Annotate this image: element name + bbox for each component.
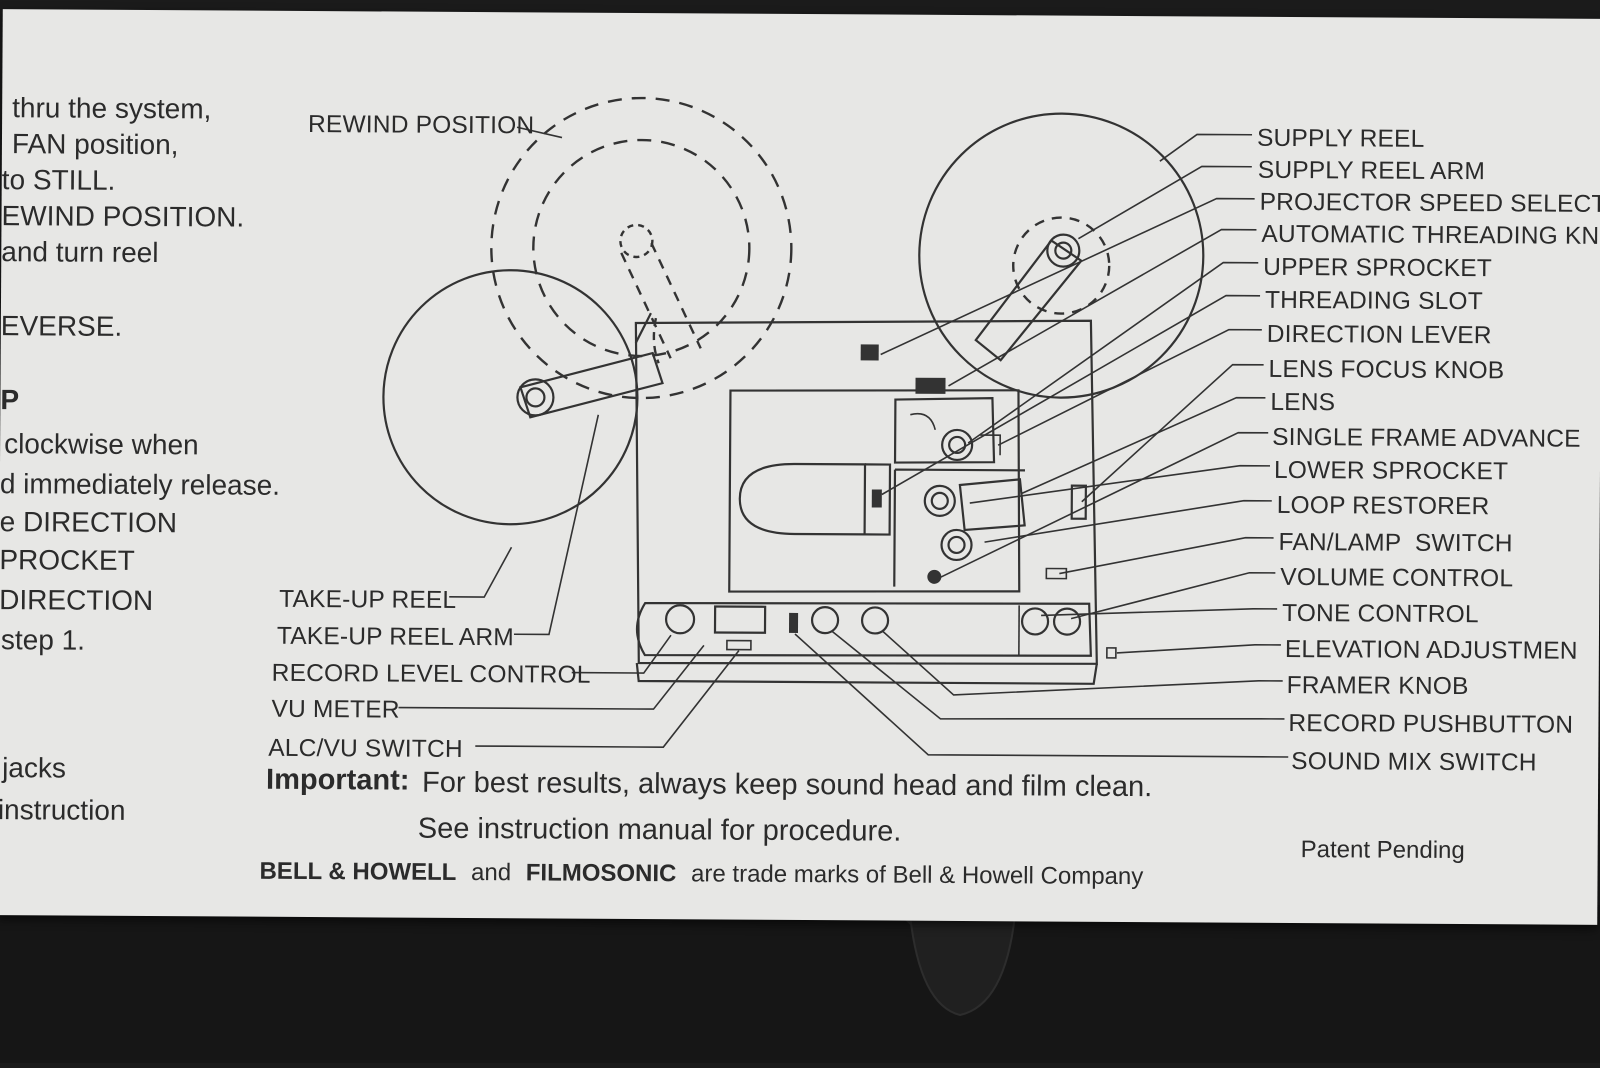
label-framer-knob: FRAMER KNOB bbox=[1287, 672, 1469, 700]
left-line-7: P bbox=[0, 384, 19, 415]
left-line-1: thru the system, bbox=[12, 92, 211, 124]
important-prefix: Important: bbox=[266, 764, 410, 797]
left-line-2: FAN position, bbox=[12, 128, 179, 160]
label-fan-lamp-switch: FAN/LAMP SWITCH bbox=[1278, 529, 1512, 557]
patent-pending: Patent Pending bbox=[1301, 836, 1465, 864]
trademark-rest: are trade marks of Bell & Howell Company bbox=[691, 860, 1143, 890]
label-sound-mix-switch: SOUND MIX SWITCH bbox=[1291, 748, 1537, 776]
label-lens-focus-knob: LENS FOCUS KNOB bbox=[1269, 356, 1505, 384]
brand-bell-howell: BELL & HOWELL bbox=[259, 858, 456, 886]
left-line-6: EVERSE. bbox=[1, 310, 123, 342]
take-up-reel-arm-shape bbox=[519, 351, 664, 419]
label-automatic-threading-knob: AUTOMATIC THREADING KN bbox=[1261, 221, 1599, 250]
left-line-15: instruction bbox=[0, 794, 126, 826]
left-line-14: jacks bbox=[1, 752, 66, 783]
label-projector-speed-selector: PROJECTOR SPEED SELECTO bbox=[1260, 189, 1600, 218]
label-alc-vu-switch: ALC/VU SWITCH bbox=[268, 735, 463, 763]
instruction-label-card: thru the system, FAN position, to STILL.… bbox=[0, 9, 1600, 925]
case-notch bbox=[898, 904, 1022, 1017]
projector-case-bottom bbox=[0, 904, 1600, 1063]
label-lens: LENS bbox=[1270, 389, 1335, 416]
left-line-9: d immediately release. bbox=[0, 468, 280, 501]
label-loop-restorer: LOOP RESTORER bbox=[1277, 492, 1490, 520]
brand-filmosonic: FILMOSONIC bbox=[526, 859, 677, 887]
left-line-12: DIRECTION bbox=[0, 584, 153, 616]
projector-body bbox=[634, 312, 1117, 685]
label-take-up-reel-arm: TAKE-UP REEL ARM bbox=[277, 623, 514, 651]
left-line-4: EWIND POSITION. bbox=[1, 200, 244, 232]
label-lower-sprocket: LOWER SPROCKET bbox=[1274, 457, 1508, 485]
left-leader-lines bbox=[398, 126, 740, 748]
label-upper-sprocket: UPPER SPROCKET bbox=[1263, 254, 1492, 282]
label-tone-control: TONE CONTROL bbox=[1282, 600, 1479, 628]
label-threading-slot: THREADING SLOT bbox=[1265, 287, 1483, 315]
label-record-level-control: RECORD LEVEL CONTROL bbox=[272, 660, 591, 689]
left-line-10: e DIRECTION bbox=[0, 506, 177, 538]
label-direction-lever: DIRECTION LEVER bbox=[1267, 321, 1492, 349]
left-line-8: clockwise when bbox=[4, 428, 199, 460]
trademark-line: BELL & HOWELL and FILMOSONIC are trade m… bbox=[259, 858, 1143, 890]
label-supply-reel-arm: SUPPLY REEL ARM bbox=[1258, 157, 1485, 185]
projector-diagram: thru the system, FAN position, to STILL.… bbox=[0, 92, 1600, 890]
label-vu-meter: VU METER bbox=[271, 696, 399, 724]
label-take-up-reel: TAKE-UP REEL bbox=[279, 586, 456, 614]
left-instruction-column: thru the system, FAN position, to STILL.… bbox=[0, 92, 280, 826]
right-leader-lines bbox=[794, 133, 1289, 758]
left-line-13: step 1. bbox=[1, 624, 85, 656]
important-note: Important: For best results, always keep… bbox=[266, 764, 1152, 848]
left-line-5: and turn reel bbox=[1, 236, 158, 268]
label-record-pushbutton: RECORD PUSHBUTTON bbox=[1288, 710, 1573, 739]
label-elevation-adjustment: ELEVATION ADJUSTMEN bbox=[1285, 636, 1578, 665]
label-supply-reel: SUPPLY REEL bbox=[1257, 125, 1425, 153]
take-up-reel bbox=[382, 269, 664, 526]
lens-shape bbox=[958, 478, 1026, 532]
label-volume-control: VOLUME CONTROL bbox=[1280, 564, 1513, 592]
important-line-1: For best results, always keep sound head… bbox=[422, 767, 1152, 803]
footer: BELL & HOWELL and FILMOSONIC are trade m… bbox=[259, 836, 1465, 890]
left-line-3: to STILL. bbox=[2, 164, 116, 196]
right-part-labels: SUPPLY REEL SUPPLY REEL ARM PROJECTOR SP… bbox=[1257, 125, 1600, 777]
supply-reel bbox=[918, 112, 1205, 399]
rewind-position-reel bbox=[490, 96, 793, 400]
left-line-11: PROCKET bbox=[0, 544, 135, 576]
trademark-and: and bbox=[471, 859, 511, 886]
important-line-2: See instruction manual for procedure. bbox=[418, 813, 902, 848]
label-single-frame-advance: SINGLE FRAME ADVANCE bbox=[1272, 424, 1581, 453]
label-rewind-position: REWIND POSITION bbox=[308, 111, 534, 139]
left-part-labels: REWIND POSITION TAKE-UP REEL TAKE-UP REE… bbox=[268, 111, 591, 763]
